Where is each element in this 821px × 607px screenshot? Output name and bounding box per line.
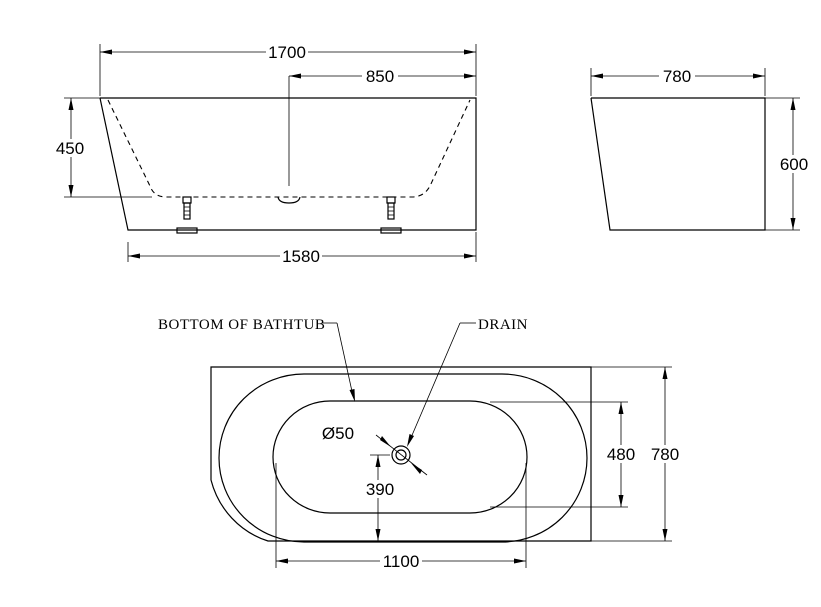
dim-side-width: 780 [663,67,691,86]
dim-drain-diameter: Ø50 [322,424,354,443]
front-outline [99,97,477,231]
side-view: 780 600 [590,67,812,231]
dim-drain-position: 390 [366,480,394,499]
front-left-foot [176,196,198,234]
dim-overall-length: 1700 [268,43,306,62]
front-view: 1700 850 [52,43,477,266]
dim-base-length: 1580 [282,247,320,266]
plan-view: Ø50 390 1100 480 780 BOTTOM OF BATH [158,317,684,571]
side-outline [590,97,766,231]
dim-inner-length: 1100 [383,552,420,571]
dim-side-total-height: 600 [780,155,808,174]
plan-drain [375,434,428,476]
plan-inner-basin [272,400,528,514]
front-right-foot [380,196,402,234]
dim-drain-offset: 850 [366,67,394,86]
label-bottom-of-bathtub: BOTTOM OF BATHTUB [158,317,325,333]
front-drain-outlet [277,196,301,204]
front-inner-basin [107,99,471,198]
dim-inner-width: 480 [607,445,635,464]
label-drain: DRAIN [478,317,528,333]
dim-side-height: 450 [56,139,84,158]
plan-rim [218,373,588,543]
plan-outer-outline [210,366,592,542]
dim-outer-width: 780 [651,445,679,464]
